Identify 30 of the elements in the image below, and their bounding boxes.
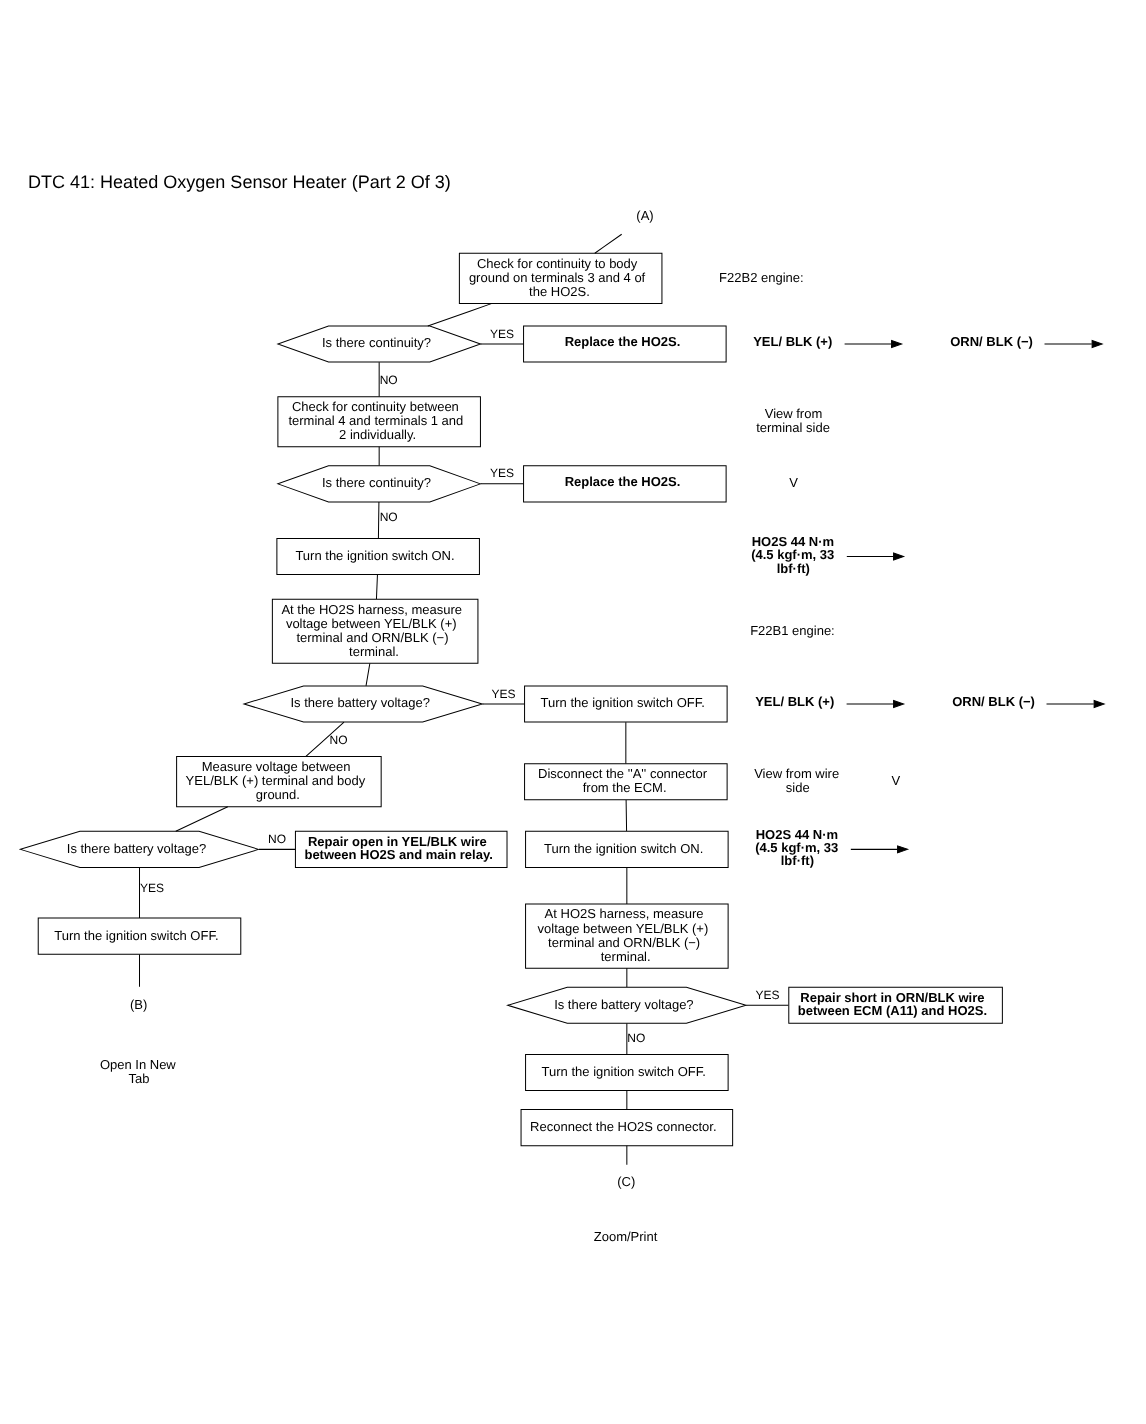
arrow [850, 844, 909, 853]
connector [625, 798, 628, 831]
connector [594, 232, 623, 253]
connector [626, 1144, 628, 1165]
arrow [846, 698, 905, 707]
connector [139, 952, 140, 987]
connector [378, 445, 380, 466]
connector [745, 1003, 789, 1005]
arrow [844, 339, 903, 347]
connector [625, 720, 627, 764]
connector [365, 662, 371, 686]
connector [377, 500, 380, 538]
connector [480, 482, 524, 484]
connector [427, 301, 493, 326]
arrow [846, 551, 905, 560]
connector [175, 805, 229, 831]
connector [375, 573, 378, 599]
arrow [1044, 339, 1103, 347]
connector [626, 966, 628, 987]
connector [626, 1089, 628, 1110]
connector [626, 1021, 628, 1054]
connector [305, 720, 345, 756]
connector [480, 342, 524, 344]
connector [626, 866, 628, 904]
connector [482, 702, 525, 704]
connector [258, 847, 296, 849]
arrow [1046, 698, 1105, 707]
diagram-title: DTC 41: Heated Oxygen Sensor Heater (Part 2 Of 3) [27, 171, 451, 192]
connector [378, 360, 380, 396]
connector [139, 866, 140, 918]
